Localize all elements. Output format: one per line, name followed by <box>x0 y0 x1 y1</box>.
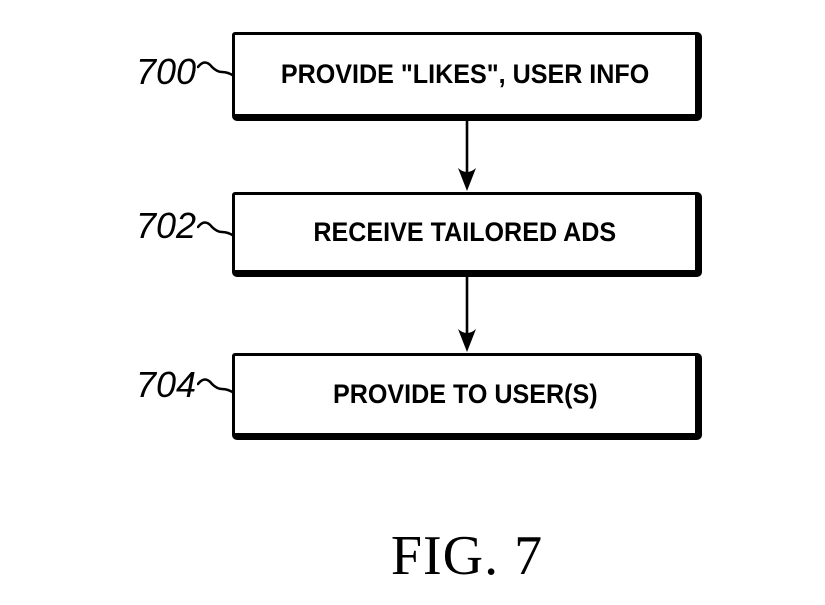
down-arrow-icon <box>458 121 476 191</box>
flow-step-label: PROVIDE "LIKES", USER INFO <box>280 59 650 89</box>
ref-label-700: 700 <box>135 51 197 92</box>
flow-step-label: PROVIDE TO USER(S) <box>332 379 598 409</box>
figure-caption: FIG. 7 <box>390 525 544 587</box>
flow-step-box-704: PROVIDE TO USER(S) <box>232 353 702 440</box>
leader-squiggle-icon <box>197 378 235 395</box>
flow-step-box-702: RECEIVE TAILORED ADS <box>232 192 702 277</box>
leader-squiggle-icon <box>197 221 235 238</box>
flow-step-box-700: PROVIDE "LIKES", USER INFO <box>232 32 702 121</box>
down-arrow-icon <box>458 277 476 352</box>
ref-label-704: 704 <box>135 364 197 405</box>
flow-step-label: RECEIVE TAILORED ADS <box>313 217 617 247</box>
ref-label-702: 702 <box>135 205 197 246</box>
leader-squiggle-icon <box>197 61 235 78</box>
